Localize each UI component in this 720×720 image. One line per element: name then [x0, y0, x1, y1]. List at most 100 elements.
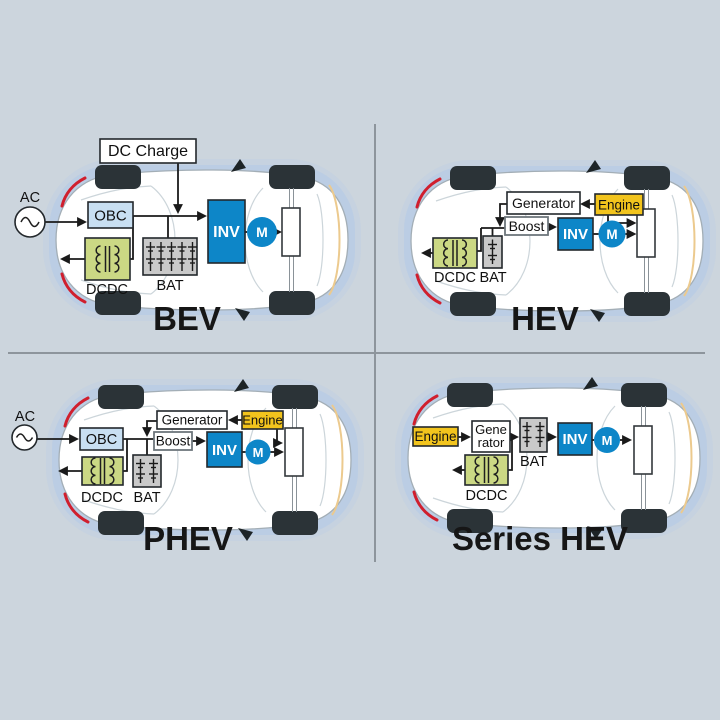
wiring — [421, 199, 637, 258]
quadrant-title-hev: HEV — [511, 300, 579, 337]
headlight-accent-bottom — [60, 272, 87, 304]
inverter-label: INV — [562, 431, 587, 448]
battery-box — [142, 237, 198, 276]
side-mirror-bottom — [587, 526, 602, 539]
battery-cells-icon — [146, 242, 197, 271]
headlight-accent-bottom — [63, 492, 90, 524]
generator-label: Generator — [162, 413, 223, 428]
side-mirror-bottom — [590, 309, 605, 322]
wiring — [37, 415, 284, 476]
headlight-accent-top — [60, 176, 87, 208]
dcdc-box — [464, 454, 509, 486]
wheels — [450, 166, 670, 316]
side-mirror-top — [231, 159, 246, 172]
side-mirror-bottom — [235, 308, 250, 321]
battery-label: BAT — [520, 454, 547, 470]
dcdc-label: DCDC — [434, 270, 476, 286]
car-panel-lines — [80, 185, 324, 295]
transformer-icon — [90, 457, 115, 485]
generator-box — [506, 191, 581, 215]
quadrant-title-bev: BEV — [153, 300, 221, 337]
inverter-label: INV — [563, 226, 588, 243]
gearbox — [633, 425, 653, 475]
side-mirror-top — [583, 377, 598, 390]
obc-label: OBC — [86, 432, 117, 448]
engine-label: Engine — [598, 198, 640, 213]
generator-box — [471, 420, 511, 453]
obc-label: OBC — [94, 208, 127, 225]
headlight-accent-top — [63, 396, 90, 428]
boost-label: Boost — [156, 434, 191, 449]
side-mirror-top — [234, 379, 249, 392]
ac-label: AC — [15, 409, 35, 425]
motor-label: M — [606, 227, 617, 242]
car-body — [407, 387, 701, 529]
car-top-view — [395, 377, 713, 539]
wiring — [452, 432, 632, 475]
ac-label: AC — [20, 190, 40, 206]
sine-wave-icon — [15, 433, 34, 442]
transformer-icon — [474, 456, 499, 484]
engine-box — [594, 193, 644, 216]
car-top-view — [46, 379, 364, 541]
obc-box — [79, 427, 124, 451]
generator-box — [156, 410, 228, 430]
motor-icon — [594, 427, 620, 453]
boost-box — [153, 431, 193, 451]
taillight-accent — [328, 184, 341, 296]
car-illustration — [395, 377, 713, 539]
inverter-label: INV — [213, 224, 240, 241]
gearbox — [636, 208, 656, 258]
generator-label-line2: rator — [478, 435, 505, 450]
quadrant-phev: AC OBC Generator Engine Boost DCDC BAT I… — [11, 379, 364, 557]
boost-label: Boost — [509, 218, 545, 234]
engine-box — [241, 410, 284, 430]
motor-label: M — [602, 433, 613, 448]
gearbox — [281, 207, 301, 257]
dcdc-box — [432, 237, 478, 269]
motor-icon — [245, 439, 271, 465]
quadrant-series-hev: Engine Gene rator BAT DCDC INV M Series … — [395, 377, 713, 557]
battery-label: BAT — [479, 270, 506, 286]
transformer-icon — [442, 239, 468, 267]
inverter-label: INV — [212, 442, 237, 459]
dcdc-box — [81, 456, 124, 486]
car-panel-lines — [432, 403, 676, 513]
battery-box — [519, 417, 548, 453]
battery-box — [132, 454, 162, 488]
vertical-divider — [374, 124, 376, 562]
dcdc-label: DCDC — [86, 282, 128, 298]
car-illustration — [46, 379, 364, 541]
sine-wave-icon — [20, 216, 40, 228]
battery-cells-icon — [136, 459, 158, 483]
engine-box — [412, 426, 459, 447]
headlight-accent-top — [412, 394, 439, 426]
wiring — [45, 163, 282, 264]
dcdc-label: DCDC — [466, 488, 508, 504]
obc-box — [87, 201, 134, 229]
headlight-accent-bottom — [412, 490, 439, 522]
transformer-icon — [95, 245, 120, 273]
quadrant-title-phev: PHEV — [143, 520, 233, 557]
dcdc-box — [84, 237, 131, 281]
inverter-box — [206, 431, 243, 468]
engine-label: Engine — [242, 413, 282, 428]
quadrant-hev: Generator Engine Boost DCDC BAT INV M HE… — [398, 160, 716, 337]
dc-charge-box — [99, 138, 197, 164]
boost-box — [504, 216, 549, 236]
generator-label-line1: Gene — [475, 422, 507, 437]
battery-cells-icon — [488, 239, 497, 264]
side-mirror-bottom — [238, 528, 253, 541]
taillight-accent — [331, 404, 344, 516]
motor-label: M — [253, 445, 264, 460]
taillight-accent — [680, 402, 693, 514]
wheels — [447, 383, 667, 533]
taillight-accent — [683, 185, 696, 297]
dc-charge-label: DC Charge — [108, 143, 188, 160]
generator-label: Generator — [512, 195, 575, 211]
dcdc-label: DCDC — [81, 490, 123, 506]
side-mirror-top — [586, 160, 601, 173]
quadrant-bev: DC Charge AC OBC DCDC BAT INV M BEV — [14, 138, 361, 337]
gearbox — [284, 427, 304, 477]
